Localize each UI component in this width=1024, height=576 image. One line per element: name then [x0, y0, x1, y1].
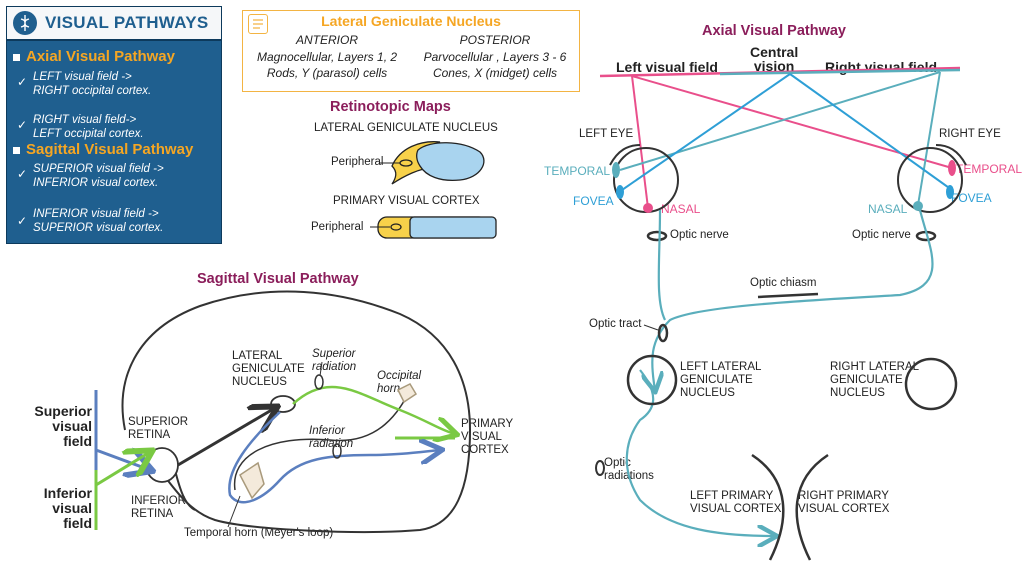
anterior-line1: Magnocellular, Layers 1, 2 [256, 50, 398, 64]
notes-panel: VISUAL PATHWAYS Axial Visual Pathway ✓ L… [7, 7, 221, 243]
anterior-heading: ANTERIOR [295, 33, 358, 47]
right-lgn-label: RIGHT LATERAL GENICULATE NUCLEUS [830, 361, 920, 399]
occipital-horn-label: Occipital horn [377, 370, 422, 395]
temporal-horn-label: Temporal horn (Meyer's loop) [184, 527, 334, 539]
inferior-retina-label: INFERIOR RETINA [131, 495, 186, 520]
left-v1-label: LEFT PRIMARY VISUAL CORTEX [690, 490, 782, 515]
optic-chiasm-label: Optic chiasm [750, 277, 817, 289]
axial-title: Axial Visual Pathway [702, 23, 846, 39]
note-item: SUPERIOR visual field -> INFERIOR visual… [33, 163, 164, 189]
posterior-line2: Cones, X (midget) cells [432, 66, 558, 80]
right-temporal-label: TEMPORAL [956, 162, 1023, 176]
bullet-square-icon [13, 146, 20, 154]
left-nasal-label: NASAL [661, 202, 701, 216]
anterior-line2: Rods, Y (parasol) cells [266, 66, 388, 80]
lgn-box-title: Lateral Geniculate Nucleus [321, 13, 501, 29]
left-lgn-label: LEFT LATERAL GENICULATE NUCLEUS [680, 361, 762, 399]
section-heading: Sagittal Visual Pathway [26, 141, 194, 158]
bullet-square-icon [13, 53, 20, 61]
optic-tract-label: Optic tract [589, 318, 642, 330]
sagittal-v1-label: PRIMARY VISUAL CORTEX [461, 418, 514, 456]
right-optic-nerve-label: Optic nerve [852, 229, 911, 241]
left-temporal-label: TEMPORAL [544, 164, 611, 178]
checkmark-icon: ✓ [17, 214, 28, 228]
superior-retina-label: SUPERIOR RETINA [128, 416, 189, 441]
retino-v1-central: Central [428, 220, 469, 234]
checkmark-icon: ✓ [17, 167, 28, 181]
retino-lgn-label: LATERAL GENICULATE NUCLEUS [314, 122, 498, 134]
central-vision-label: Central vision [750, 44, 799, 74]
left-eye-label: LEFT EYE [579, 128, 634, 140]
left-optic-nerve-label: Optic nerve [670, 229, 729, 241]
inferior-radiation-label: Inferior radiation [309, 425, 354, 450]
optic-radiations-label: Optic radiations [604, 457, 654, 482]
sagittal-lgn-label: LATERAL GENICULATE NUCLEUS [232, 350, 305, 388]
right-field-label: Right visual field [825, 59, 938, 75]
retino-lgn-peripheral: Peripheral [331, 156, 384, 168]
sagittal-title: Sagittal Visual Pathway [197, 271, 359, 287]
retino-v1-label: PRIMARY VISUAL CORTEX [333, 195, 480, 207]
left-field-label: Left visual field [616, 59, 718, 75]
section-heading: Axial Visual Pathway [26, 48, 175, 65]
right-fovea-label: FOVEA [951, 191, 992, 205]
caduceus-icon [13, 11, 37, 35]
right-eye-label: RIGHT EYE [939, 128, 1001, 140]
note-item: INFERIOR visual field -> SUPERIOR visual… [33, 208, 164, 234]
note-item: LEFT visual field -> RIGHT occipital cor… [33, 71, 152, 97]
section-sagittal-heading: Sagittal Visual Pathway [13, 141, 193, 158]
axial-pathway [595, 66, 967, 561]
note-icon [248, 14, 268, 34]
right-v1-label: RIGHT PRIMARY VISUAL CORTEX [798, 490, 890, 515]
retino-v1-peripheral: Peripheral [311, 221, 364, 233]
retinotopic-title: Retinotopic Maps [330, 99, 451, 115]
panel-header: VISUAL PATHWAYS [7, 7, 221, 41]
right-nasal-label: NASAL [868, 202, 908, 216]
superior-radiation-label: Superior radiation [312, 348, 357, 373]
superior-field-label: Superior visual field [34, 403, 92, 449]
panel-title: VISUAL PATHWAYS [45, 13, 209, 32]
checkmark-icon: ✓ [17, 118, 28, 132]
lgn-info-box: Lateral Geniculate Nucleus ANTERIOR Magn… [242, 10, 580, 92]
checkmark-icon: ✓ [17, 75, 28, 89]
left-fovea-label: FOVEA [573, 194, 614, 208]
inferior-field-label: Inferior visual field [43, 485, 92, 531]
note-item: RIGHT visual field-> LEFT occipital cort… [33, 114, 144, 140]
section-axial-heading: Axial Visual Pathway [13, 48, 175, 65]
retino-lgn-central: Central [433, 156, 471, 168]
posterior-line1: Parvocellular , Layers 3 - 6 [423, 50, 567, 64]
posterior-heading: POSTERIOR [459, 33, 531, 47]
